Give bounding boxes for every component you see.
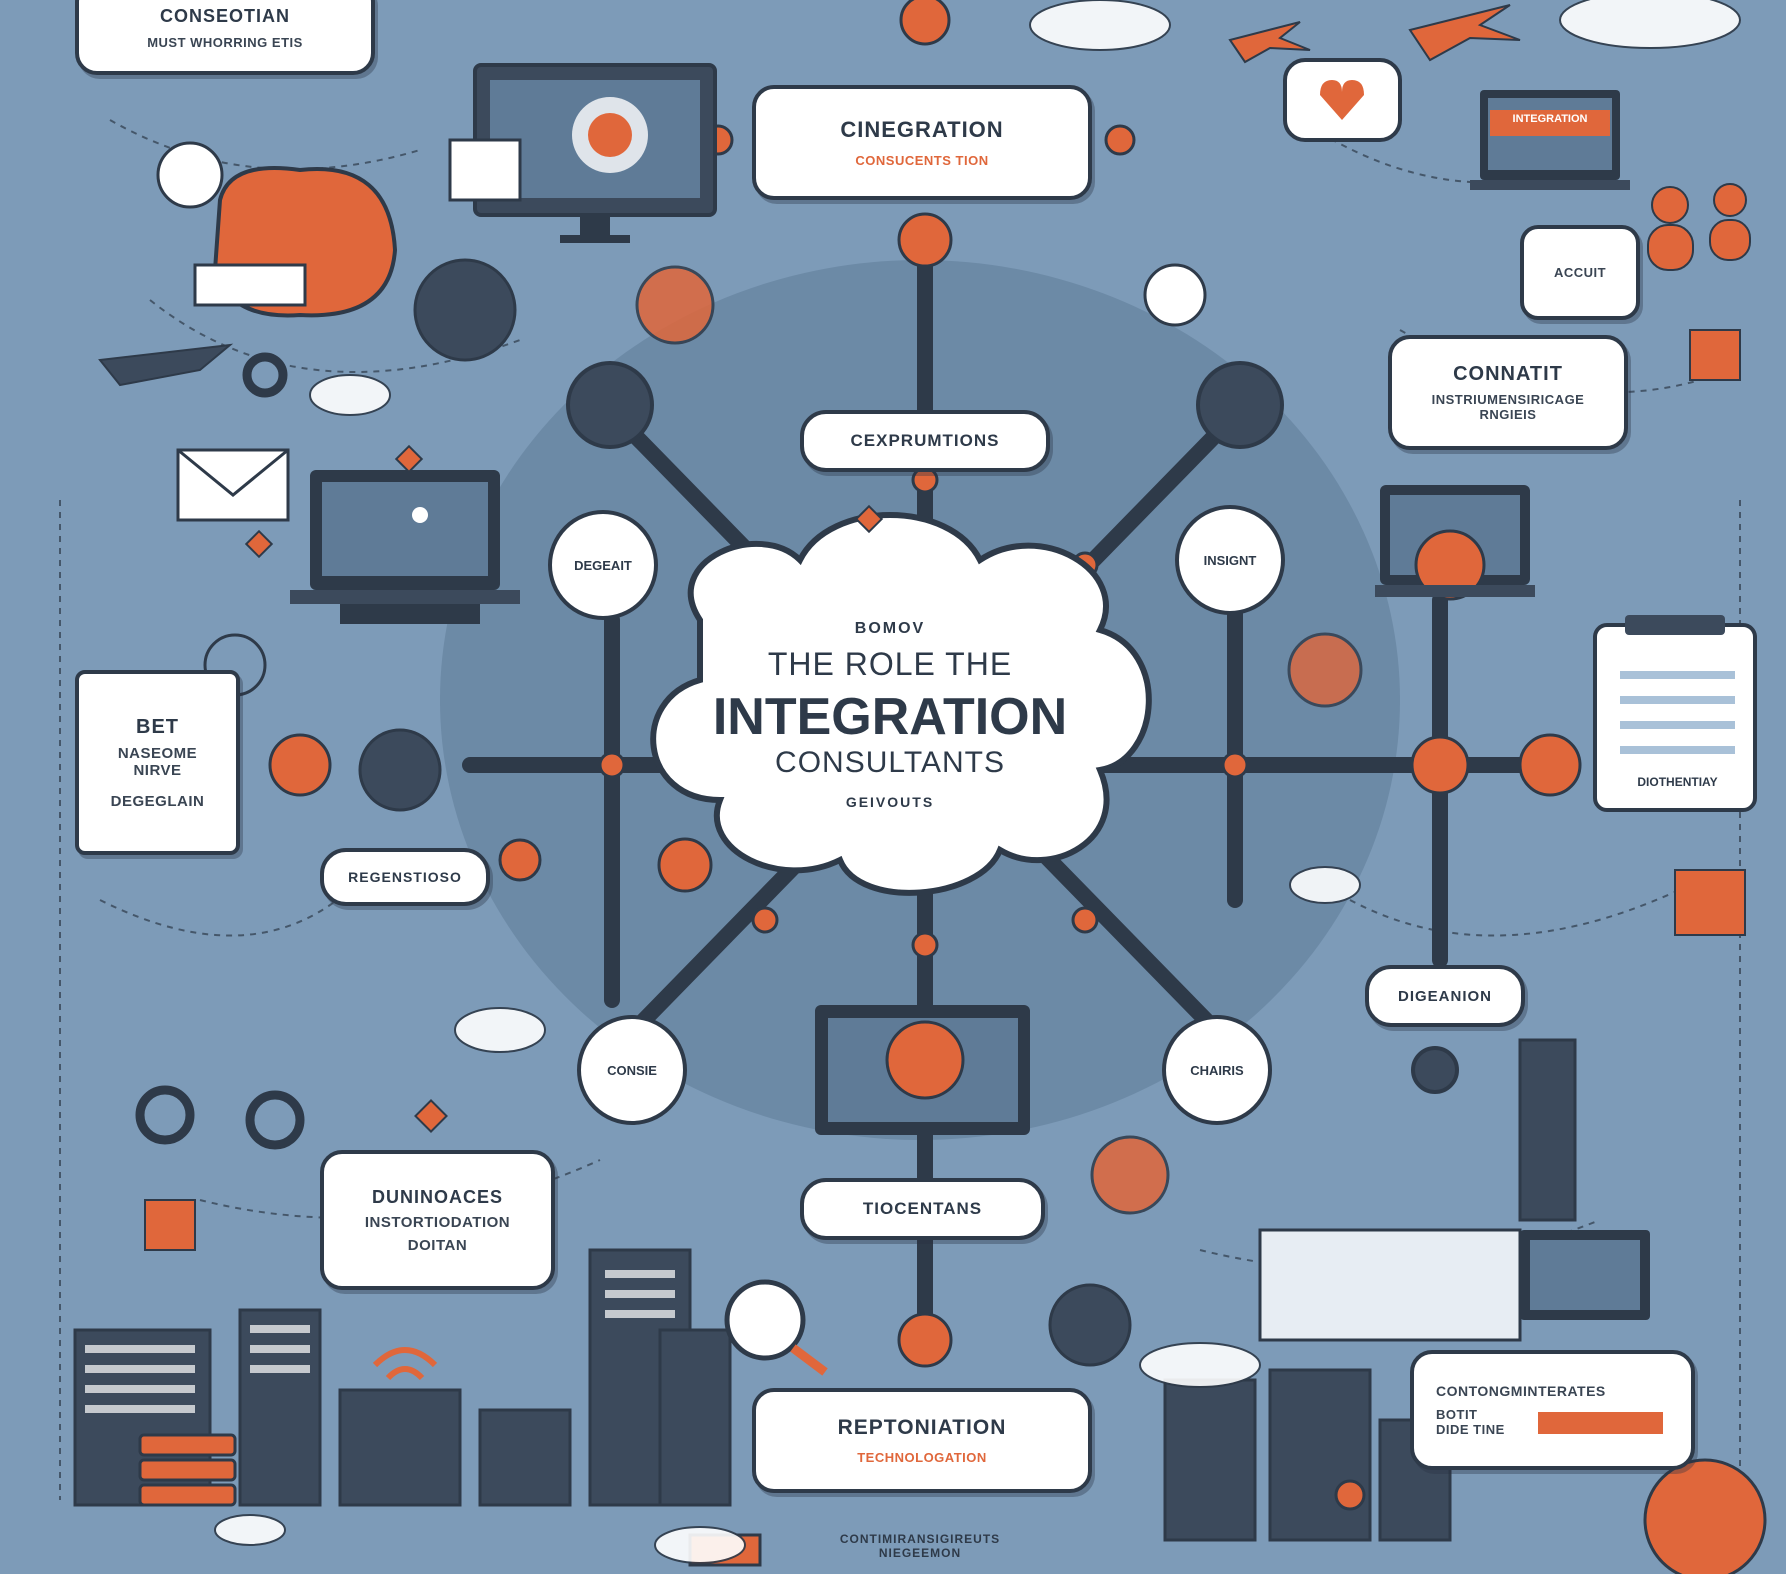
monitor-right: [1375, 485, 1535, 601]
bottom-caption-line2: NIEGEEMON: [878, 1546, 962, 1560]
bubble-card: [193, 263, 307, 307]
clipboard-footer: DIOTHENTIAY: [1637, 775, 1718, 789]
building-windows-left: [85, 1270, 675, 1413]
right-upper-sub2: RNGIEIS: [1479, 407, 1537, 422]
decorative-circles: [156, 141, 1767, 1574]
center-line2: INTEGRATION: [712, 688, 1068, 746]
people-icons: [1647, 183, 1751, 271]
monitor-bottom-center: [815, 1005, 1030, 1135]
monitor-banner: INTEGRATION: [1512, 113, 1588, 125]
bottom-right-title: CONTONGMINTERATES: [1436, 1383, 1606, 1399]
left-lower-callout: DUNINOACES INSTORTIODATION DOITAN: [320, 1150, 555, 1290]
left-card-line1: NASEOME: [117, 744, 198, 762]
right-upper-sub1: INSTRIUMENSIRICAGE: [1431, 392, 1585, 407]
wifi-icon: [372, 1347, 438, 1381]
top-center-sub: CONSUCENTS TION: [855, 153, 989, 168]
node-left: DEGEAIT: [548, 510, 658, 620]
heart-icon: [1320, 80, 1364, 120]
bottom-pill: TIOCENTANS: [800, 1178, 1045, 1240]
bottom-right-callout: CONTONGMINTERATES BOTIT DIDE TINE: [1410, 1350, 1695, 1470]
right-upper-title: CONNATIT: [1453, 363, 1563, 385]
bottom-center-callout: REPTONIATION TECHNOLOGATION: [752, 1388, 1092, 1493]
bottom-center-sub: TECHNOLOGATION: [857, 1450, 987, 1465]
right-small-callout: ACCUIT: [1520, 225, 1640, 320]
left-lower-title: DUNINOACES: [371, 1186, 503, 1207]
center-footer: GEIVOUTS: [845, 794, 935, 811]
left-lower-line1: INSTORTIODATION: [364, 1213, 511, 1231]
node-bottom-left: CONSIE: [577, 1015, 687, 1125]
bottom-caption: CONTIMIRANSIGIREUTS NIEGEEMON: [800, 1532, 1040, 1560]
orange-diamond-markers: [144, 329, 1746, 1251]
gear-icons: [135, 352, 305, 1150]
left-mid-pill: REGENSTIOSO: [320, 848, 490, 906]
center-line1: THE ROLE THE: [767, 646, 1013, 682]
consultants-pill: CEXPRUMTIONS: [800, 410, 1050, 472]
left-card-line3: DEGEGLAIN: [110, 792, 205, 810]
top-left-sub: MUST WHORRING ETIS: [147, 34, 303, 50]
right-lower-pill: DIGEANION: [1365, 965, 1525, 1027]
orange-junction-dots: [268, 0, 1582, 1368]
city-buildings-left: [73, 1248, 732, 1507]
bottom-caption-line1: CONTIMIRANSIGIREUTS: [839, 1532, 1001, 1546]
magnifier-icon: [724, 1279, 828, 1376]
bottom-right-line1: BOTIT: [1436, 1407, 1478, 1422]
decorative-clouds: [214, 0, 1741, 1564]
laptop-left: [290, 470, 520, 624]
bottom-center-title: REPTONIATION: [837, 1416, 1007, 1439]
bottom-right-line2: DIDE TINE: [1436, 1422, 1505, 1437]
node-right: INSIGNT: [1175, 505, 1285, 615]
right-upper-callout: CONNATIT INSTRIUMENSIRICAGE RNGIEIS: [1388, 335, 1628, 450]
airplane-icons: [98, 4, 1521, 387]
top-left-title: CONSEOTIAN: [159, 5, 290, 26]
bottom-right-bar: [1538, 1412, 1663, 1434]
top-center-callout: CINEGRATION CONSUCENTS TION: [752, 85, 1092, 200]
laptop-top-right: [1470, 90, 1630, 190]
left-lower-line2: DOITAN: [407, 1236, 468, 1254]
top-left-callout: CONSEOTIAN MUST WHORRING ETIS: [75, 0, 375, 75]
clipboard-lines: [1620, 671, 1735, 754]
envelope-icon: [176, 448, 290, 522]
left-card: BET NASEOME NIRVE DEGEGLAIN: [75, 670, 240, 855]
center-eyebrow: BOMOV: [854, 620, 926, 637]
left-card-line2: NIRVE: [133, 761, 182, 779]
right-small-title: ACCUIT: [1553, 265, 1607, 280]
dark-hubs: [566, 361, 1459, 1094]
monitor-bottom-right: [1520, 1230, 1650, 1320]
top-center-title: CINEGRATION: [840, 117, 1004, 142]
node-bottom-right: CHAIRIS: [1162, 1015, 1272, 1125]
center-line3: CONSULTANTS: [775, 746, 1005, 780]
clipboard-clip: [1625, 615, 1725, 635]
left-card-title: BET: [136, 715, 179, 738]
monitor-top-left: [448, 63, 717, 243]
city-buildings-right: [1163, 1038, 1577, 1542]
center-cloud: [650, 512, 1152, 896]
center-title-block: BOMOV THE ROLE THE INTEGRATION CONSULTAN…: [650, 620, 1130, 810]
